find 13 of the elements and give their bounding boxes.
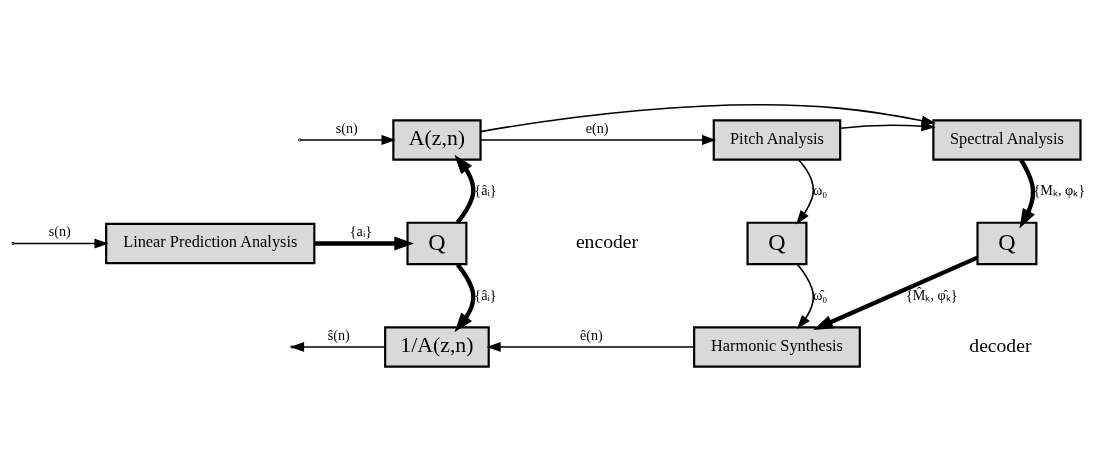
edge-label: ê(n)	[580, 326, 603, 343]
edge-label: {Mₖ, φₖ}	[1033, 181, 1085, 198]
edge-label: {âᵢ}	[474, 181, 497, 198]
edge-label: {aᵢ}	[349, 223, 373, 240]
edge-label: ŝ(n)	[327, 326, 350, 343]
edge-label: e(n)	[585, 119, 609, 136]
label: encoder	[575, 231, 638, 253]
edge-label: s(n)	[335, 119, 358, 136]
edge-label: {âᵢ}	[474, 286, 497, 303]
edge-label: {M̂ₖ, φ̂ₖ}	[906, 286, 958, 303]
edge-label: ω̂₀	[812, 286, 828, 303]
label: decoder	[969, 334, 1032, 356]
edge-label: s(n)	[48, 223, 71, 240]
